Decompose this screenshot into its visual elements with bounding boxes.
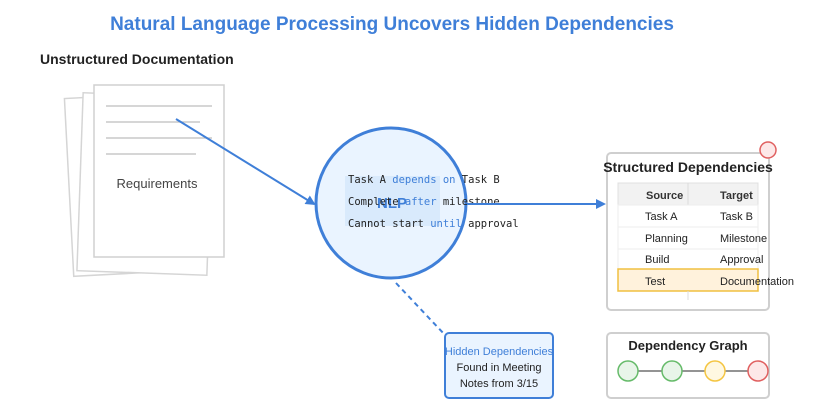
hidden-dependencies-box: Hidden Dependencies Found in Meeting Not… (444, 332, 554, 399)
unstructured-label: Unstructured Documentation (40, 51, 234, 67)
status-indicator (759, 141, 777, 159)
nlp-line-3: Cannot start until approval (348, 218, 519, 230)
table-cell-target: Task B (720, 211, 753, 223)
nlp-line-1: Task A depends on Task B (348, 174, 500, 186)
table-cell-target: Approval (720, 254, 763, 266)
dependency-table: Source Target Task A Task B Planning Mil… (617, 182, 794, 300)
dependency-graph-panel: Dependency Graph (606, 332, 770, 399)
table-header-source: Source (646, 190, 683, 202)
nlp-label-backdrop (345, 176, 440, 226)
table-cell-target: Milestone (720, 233, 767, 245)
hidden-box-line-1: Found in Meeting (457, 362, 542, 374)
document-sheet-front (93, 84, 225, 258)
hidden-connector (395, 282, 446, 336)
hidden-box-title: Hidden Dependencies (445, 346, 554, 358)
table-cell-source: Planning (645, 233, 688, 245)
nlp-line-2: Complete after milestone (348, 196, 500, 208)
table-cell-source: Task A (645, 211, 678, 223)
nlp-processor: NLP Task A depends on Task B Complete af… (314, 126, 519, 280)
page-title: Natural Language Processing Uncovers Hid… (110, 14, 674, 35)
structured-dependencies-panel: Structured Dependencies Source Target Ta… (603, 141, 794, 311)
graph-panel-title: Dependency Graph (628, 338, 747, 353)
structured-panel-title: Structured Dependencies (603, 159, 773, 175)
nlp-label: NLP (377, 195, 407, 212)
graph-node-yellow (704, 360, 726, 382)
graph-node-green (617, 360, 639, 382)
graph-panel-frame (606, 332, 770, 399)
table-header-target: Target (720, 190, 753, 202)
document-label: Requirements (117, 176, 198, 191)
document-stack: Requirements (63, 84, 225, 278)
table-cell-source: Test (645, 276, 665, 288)
table-cell-source: Build (645, 254, 669, 266)
input-arrow (175, 118, 316, 206)
graph-node-green (661, 360, 683, 382)
hidden-box-frame (444, 332, 554, 399)
hidden-box-line-2: Notes from 3/15 (460, 378, 538, 390)
graph-node-red (747, 360, 769, 382)
table-cell-target: Documentation (720, 276, 794, 288)
